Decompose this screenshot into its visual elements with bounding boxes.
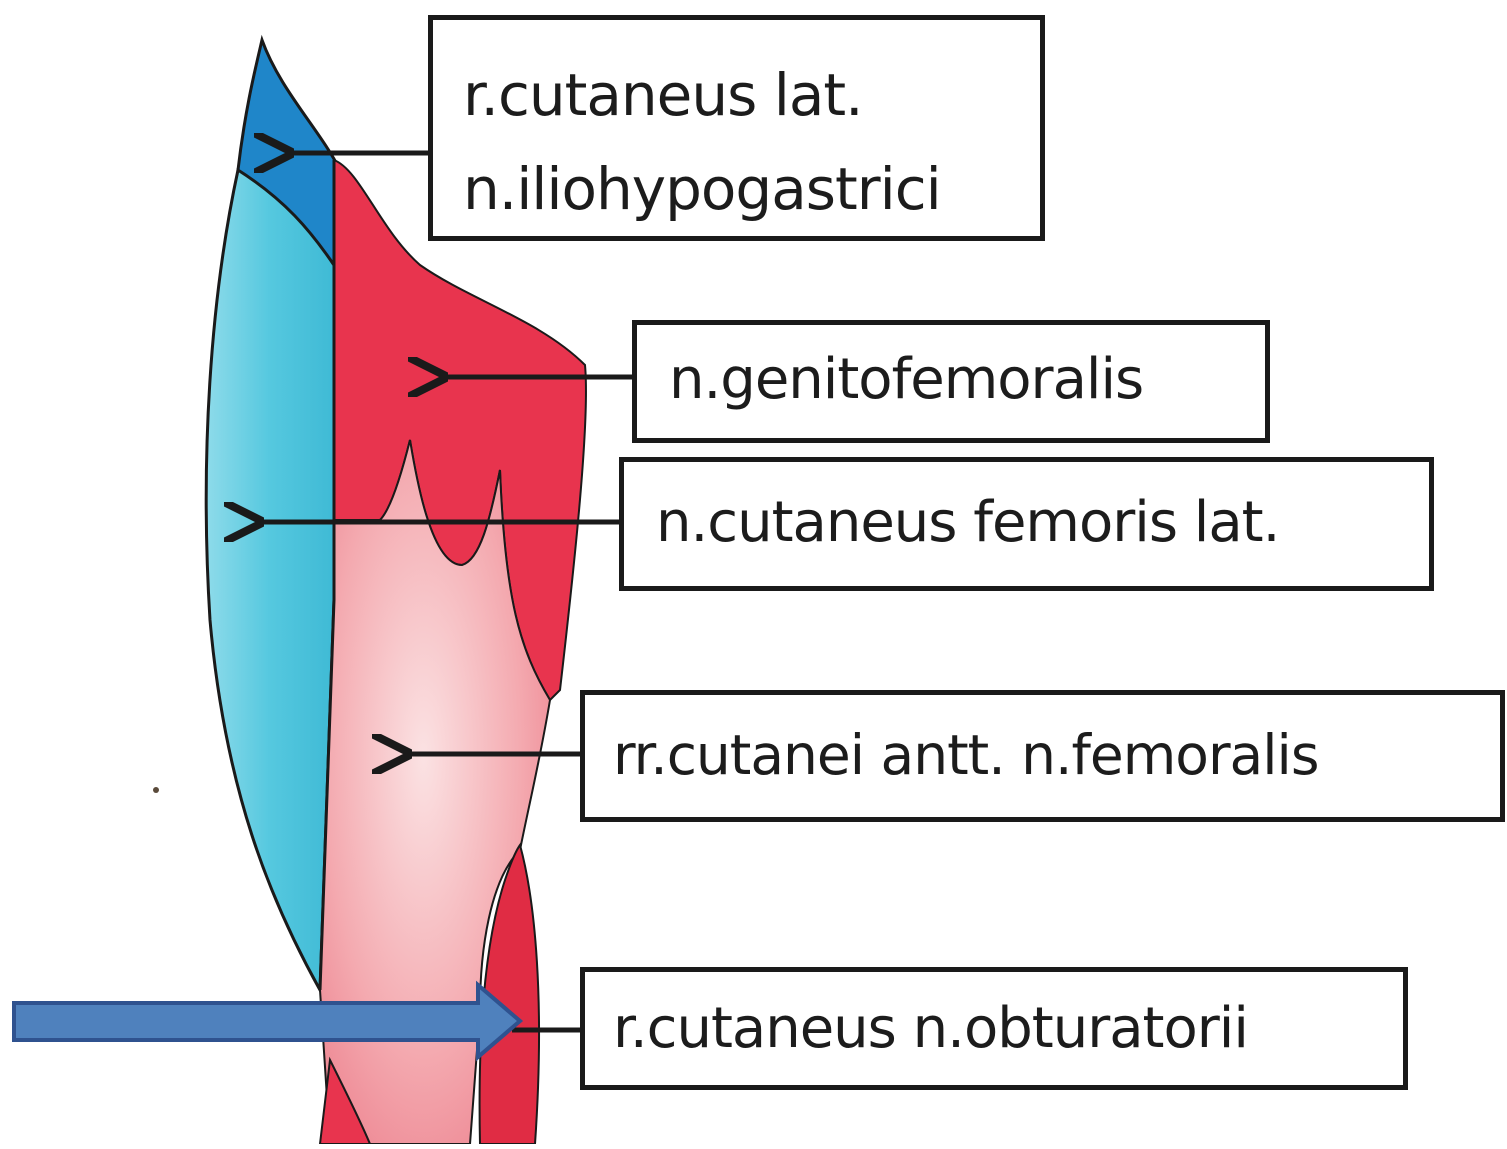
- label-obturatorii-text: r.cutaneus n.obturatorii: [613, 998, 1403, 1060]
- label-iliohypogastrici-line2: n.iliohypogastrici: [463, 142, 1040, 236]
- label-obturatorii: r.cutaneus n.obturatorii: [580, 967, 1408, 1090]
- label-femoralis: rr.cutanei antt. n.femoralis: [580, 690, 1505, 822]
- region-cutaneus-femoris-lat: [206, 170, 334, 990]
- label-iliohypogastrici-line1: r.cutaneus lat.: [463, 48, 1040, 142]
- label-genitofemoralis: n.genitofemoralis: [632, 320, 1270, 443]
- label-cutaneus-femoris-lat-text: n.cutaneus femoris lat.: [656, 492, 1429, 554]
- label-cutaneus-femoris-lat: n.cutaneus femoris lat.: [619, 457, 1434, 591]
- label-iliohypogastrici: r.cutaneus lat. n.iliohypogastrici: [428, 15, 1045, 241]
- label-femoralis-text: rr.cutanei antt. n.femoralis: [613, 725, 1500, 786]
- label-genitofemoralis-text: n.genitofemoralis: [669, 349, 1265, 411]
